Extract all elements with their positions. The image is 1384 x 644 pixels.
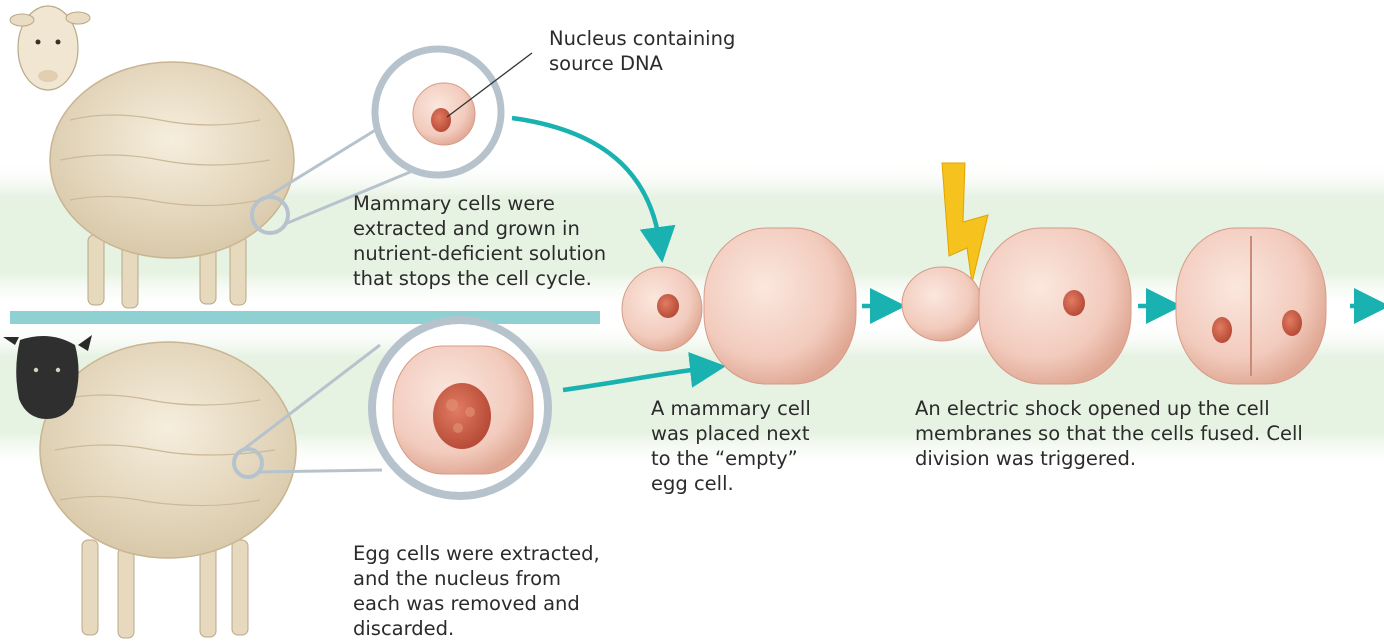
egg-nucleus: [433, 383, 491, 449]
electric-shock-label-line: membranes so that the cells fused. Cell: [915, 421, 1303, 446]
nucleus-label-line: source DNA: [549, 51, 735, 76]
electric-shock-label-line: division was triggered.: [915, 446, 1303, 471]
mammary-cells-label-line: Mammary cells were: [353, 191, 606, 216]
fusing-mammary-cell: [902, 267, 982, 341]
egg-cells-label-line: each was removed and: [353, 591, 600, 616]
electric-shock-label-line: An electric shock opened up the cell: [915, 396, 1303, 421]
step-cell-division: [1176, 228, 1326, 384]
mammary-cells-label-line: that stops the cell cycle.: [353, 266, 606, 291]
egg-cells-label-line: discarded.: [353, 616, 600, 641]
mammary-placed-label-line: to the “empty”: [651, 446, 811, 471]
egg-cells-label-line: Egg cells were extracted,: [353, 541, 600, 566]
empty-egg-cell: [704, 228, 856, 384]
sheep-head: [16, 336, 78, 419]
fusing-egg-cell: [979, 228, 1131, 384]
mammary-placed-label-line: A mammary cell: [651, 396, 811, 421]
mammary-placed-label-line: egg cell.: [651, 471, 811, 496]
egg-cells-label-line: and the nucleus from: [353, 566, 600, 591]
mammary-cells-label-line: extracted and grown in: [353, 216, 606, 241]
nucleus-label-line: Nucleus containing: [549, 26, 735, 51]
black-faced-sheep: [3, 335, 296, 638]
nucleus-label: Nucleus containing source DNA: [549, 26, 735, 76]
mammary-cells-label-line: nutrient-deficient solution: [353, 241, 606, 266]
mammary-placed-label: A mammary cell was placed next to the “e…: [651, 396, 811, 496]
mammary-placed-label-line: was placed next: [651, 421, 811, 446]
divider-bar: [10, 311, 600, 324]
mammary-cells-label: Mammary cells were extracted and grown i…: [353, 191, 606, 291]
source-nucleus: [431, 108, 451, 132]
egg-cells-label: Egg cells were extracted, and the nucleu…: [353, 541, 600, 641]
electric-shock-label: An electric shock opened up the cell mem…: [915, 396, 1303, 471]
